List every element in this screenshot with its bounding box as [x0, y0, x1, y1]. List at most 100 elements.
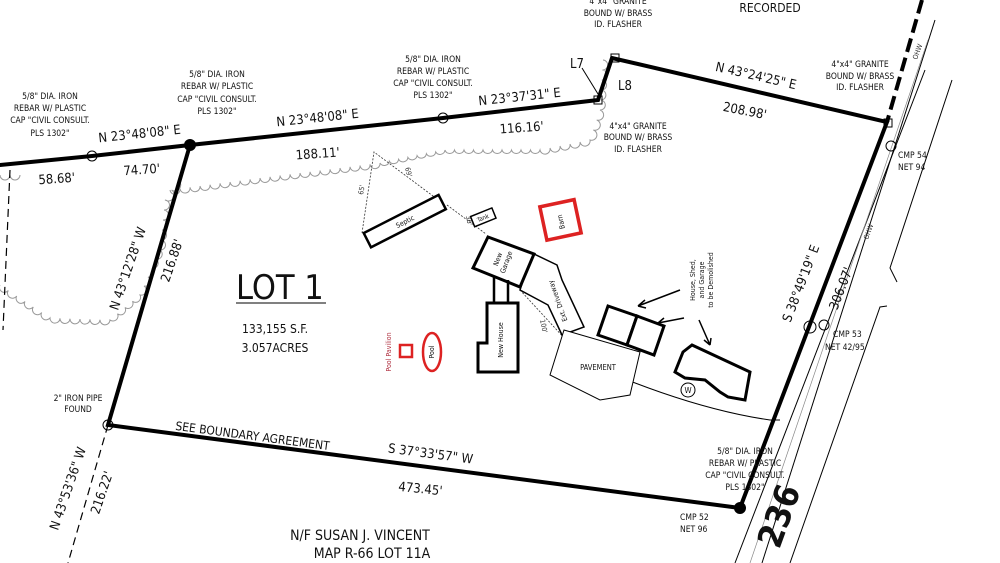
- note-line: REBAR W/ PLASTIC: [181, 82, 253, 92]
- granite-bound-icon: [610, 53, 620, 63]
- note-line: 5/8" DIA. IRON: [22, 92, 78, 102]
- note-line: 4"x4" GRANITE: [589, 0, 646, 7]
- abutter-line-dashed: [67, 424, 109, 563]
- well-icon: [680, 382, 696, 398]
- demolish-arrow: [637, 289, 681, 309]
- setback-line: [519, 289, 567, 341]
- tank-rect: [469, 206, 497, 228]
- rebar-monument-icon: [86, 150, 98, 162]
- barn-label: Barn: [556, 214, 567, 230]
- existing-house: [673, 343, 752, 402]
- pole-cmp: CMP 54: [898, 151, 927, 161]
- bearing-label: N 43°53'36" W: [47, 445, 90, 532]
- l7-leader-arrow: [581, 67, 599, 95]
- note-line: 4"x4" GRANITE: [609, 122, 666, 132]
- note-line: 5/8" DIA. IRON: [189, 70, 245, 80]
- granite-note-1: 4"x4" GRANITE BOUND W/ BRASS ID. FLASHER: [584, 0, 653, 30]
- setback-label: 36': [464, 215, 474, 226]
- abutter-map: MAP R-66 LOT 11A: [314, 546, 431, 562]
- utility-pole-icon: [885, 140, 897, 152]
- tank: Tank: [469, 206, 497, 228]
- note-line: ID. FLASHER: [836, 83, 885, 93]
- pool: [421, 331, 443, 373]
- new-garage: [470, 235, 536, 289]
- iron-pipe-icon: [102, 419, 114, 431]
- granite-note-2: 4"x4" GRANITE BOUND W/ BRASS ID. FLASHER: [604, 122, 673, 155]
- ohw-label: OHW: [862, 222, 875, 240]
- setback-line: [361, 151, 438, 234]
- note-line: CAP "CIVIL CONSULT.: [177, 95, 257, 105]
- line-label-l8: L8: [618, 79, 632, 94]
- demolish-note: House, Shed,and Garageto be Demolished: [689, 252, 715, 308]
- distance-label: 116.16': [499, 119, 544, 137]
- iron-pipe-note: 2" IRON PIPE FOUND: [54, 394, 103, 415]
- granite-bound-icon: [593, 95, 603, 105]
- granite-bound-icon: [883, 118, 893, 128]
- setback-line: [446, 204, 487, 235]
- lot-area-acres: 3.057ACRES: [242, 341, 309, 355]
- pole-label-54: CMP 54 NET 94: [898, 151, 927, 173]
- note-line: BOUND W/ BRASS: [826, 72, 895, 82]
- new-house-label: New House: [497, 322, 505, 358]
- note-line: REBAR W/ PLASTIC: [14, 104, 86, 114]
- note-line: ID. FLASHER: [614, 145, 663, 155]
- note-line: REBAR W/ PLASTIC: [397, 67, 469, 77]
- tank-label: Tank: [475, 213, 491, 225]
- distance-label: 188.11': [295, 145, 340, 163]
- pool-label: Pool: [428, 345, 436, 358]
- road-edge-line: [889, 79, 953, 283]
- setback-label: 100': [538, 319, 549, 334]
- setback-label: 65': [357, 184, 367, 195]
- rebar-note-2: 5/8" DIA. IRON REBAR W/ PLASTIC CAP "CIV…: [177, 70, 257, 117]
- abutter-name: N/F SUSAN J. VINCENT: [290, 528, 430, 544]
- road-edge-line: [789, 305, 888, 563]
- demolish-note-line: to be Demolished: [707, 252, 715, 308]
- pool-pavilion-label: Pool Pavilion: [385, 332, 393, 371]
- lot-title: LOT 1: [236, 268, 324, 308]
- note-line: CAP "CIVIL CONSULT.: [705, 471, 785, 481]
- lot-boundary: [0, 55, 890, 511]
- distance-label: 74.70': [123, 162, 161, 180]
- barn: Barn: [537, 197, 584, 243]
- abutter-line-dashed: [2, 169, 11, 331]
- road-right-of-way-dashed: [885, 0, 924, 123]
- distance-label: 58.68': [38, 171, 76, 189]
- pool-pavilion: [398, 343, 414, 359]
- demolish-note-line: and Garage: [698, 261, 706, 298]
- overhead-wire: [749, 39, 929, 563]
- rebar-note-3: 5/8" DIA. IRON REBAR W/ PLASTIC CAP "CIV…: [393, 55, 473, 101]
- rebar-monument-icon: [734, 502, 746, 514]
- note-line: PLS 1302": [413, 91, 452, 101]
- note-line: 5/8" DIA. IRON: [717, 447, 773, 457]
- bearing-label: N 43°24'25" E: [714, 60, 798, 93]
- road-edge-line: [734, 69, 926, 563]
- tree-line-west: [0, 179, 182, 326]
- pole-net: NET 42/95: [825, 343, 865, 353]
- demolish-note-line: House, Shed,: [689, 259, 697, 301]
- lot-area-sf: 133,155 S.F.: [242, 322, 308, 336]
- note-line: 5/8" DIA. IRON: [405, 55, 461, 65]
- pole-label-52: CMP 52 NET 96: [680, 513, 709, 535]
- demolish-arrow: [698, 319, 712, 346]
- granite-note-3: 4"x4" GRANITE BOUND W/ BRASS ID. FLASHER: [826, 60, 895, 93]
- bearing-label: N 23°48'08" E: [98, 123, 182, 147]
- pavement-label: PAVEMENT: [580, 363, 617, 372]
- utility-pole-icon: [818, 319, 830, 331]
- note-line: FOUND: [64, 405, 92, 415]
- recorded-note: RECORDED: [739, 1, 800, 15]
- new-house: [476, 301, 520, 374]
- septic-rect: [362, 193, 448, 249]
- pole-cmp: CMP 53: [833, 330, 862, 340]
- rebar-monument-icon: [437, 112, 449, 124]
- pole-net: NET 94: [898, 163, 926, 173]
- well-label: W: [684, 386, 691, 395]
- demolish-arrow: [657, 317, 685, 328]
- line-label-l7: L7: [570, 57, 584, 72]
- pole-cmp: CMP 52: [680, 513, 709, 523]
- septic-field: Septic: [362, 193, 448, 249]
- note-line: REBAR W/ PLASTIC: [709, 459, 781, 469]
- note-line: PLS 1302": [725, 483, 764, 493]
- rebar-note-4: 5/8" DIA. IRON REBAR W/ PLASTIC CAP "CIV…: [705, 447, 785, 493]
- note-line: ID. FLASHER: [594, 20, 643, 30]
